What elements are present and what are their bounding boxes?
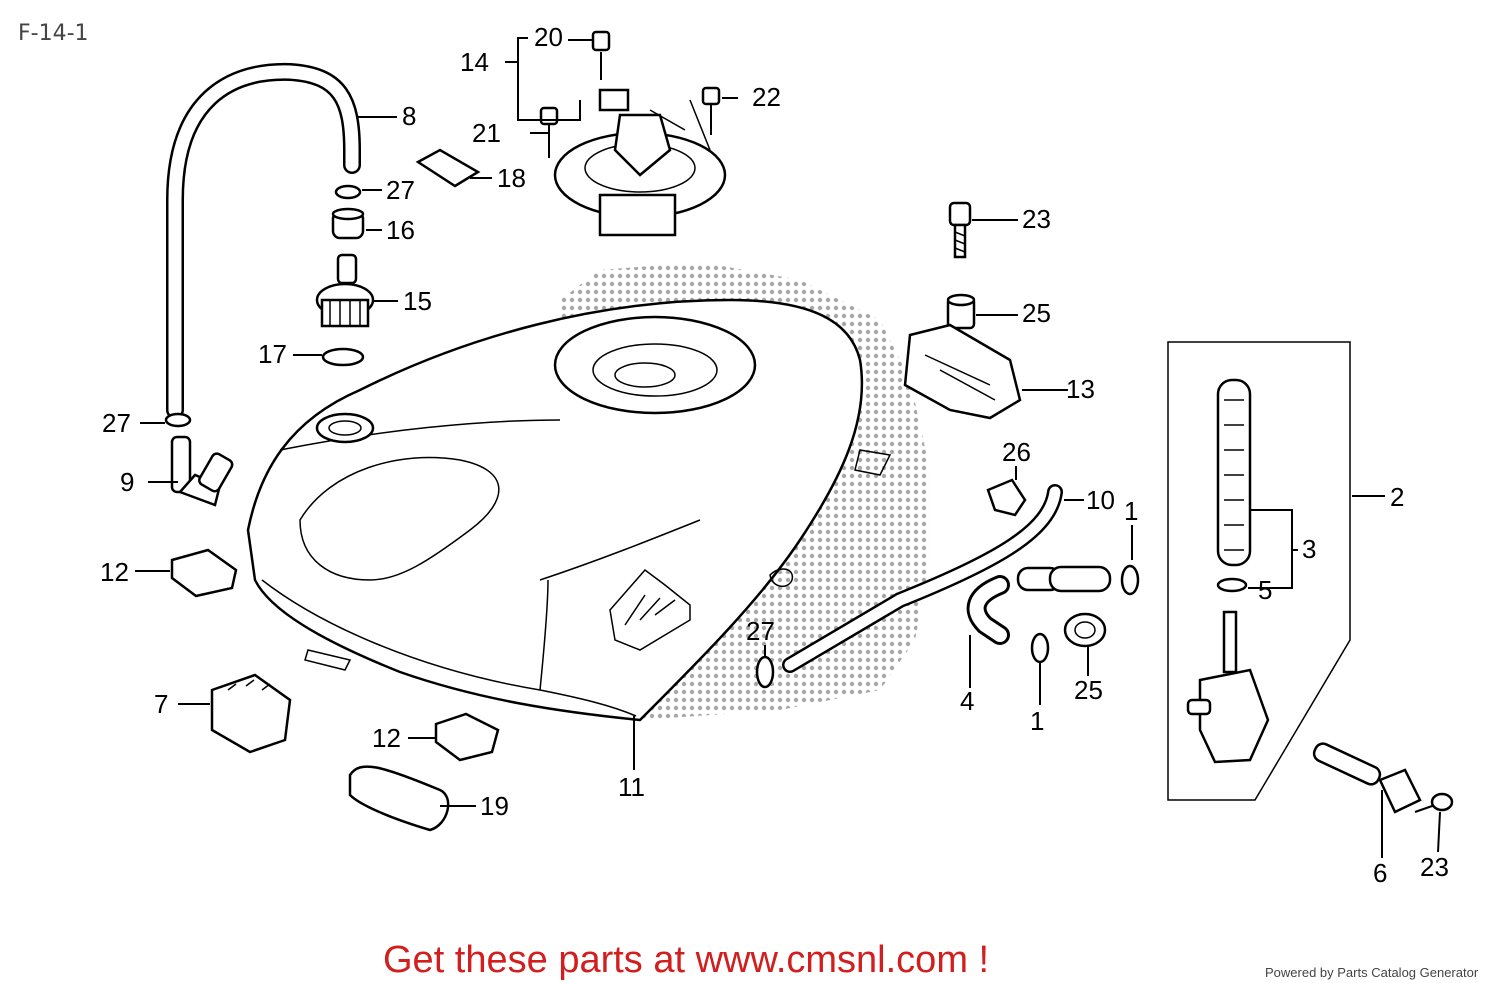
bolt-19 xyxy=(948,201,972,259)
leader-lines xyxy=(135,37,1441,858)
o-ring-17 xyxy=(321,347,365,367)
label-26: 26 xyxy=(1002,437,1031,467)
label-21: 23 xyxy=(1420,852,1449,882)
clip-27-lower xyxy=(164,412,192,428)
label-12-lower: 12 xyxy=(372,723,401,753)
credit-text: Powered by Parts Catalog Generator xyxy=(1265,965,1479,980)
bracket-13 xyxy=(903,323,1022,420)
label-23-right: 22 xyxy=(752,82,781,112)
rubber-strip-18 xyxy=(348,765,450,832)
label-24: 25 xyxy=(1022,298,1051,328)
collar-24 xyxy=(946,293,976,330)
label-19: 23 xyxy=(1022,204,1051,234)
label-10: 10 xyxy=(1086,485,1115,515)
label-6: 6 xyxy=(1373,858,1387,888)
vent-valve-15 xyxy=(315,253,375,328)
label-7: 7 xyxy=(154,689,168,719)
fuel-cap-assembly xyxy=(539,30,727,237)
figure-code: F-14-1 xyxy=(18,21,89,46)
label-11: 11 xyxy=(618,772,645,802)
label-13: 13 xyxy=(1066,374,1095,404)
fuel-tank xyxy=(246,298,892,722)
label-1-upper: 1 xyxy=(1124,496,1138,526)
label-25-visible: 25 xyxy=(1074,675,1103,705)
clip-27-tube xyxy=(755,655,775,689)
label-16: 16 xyxy=(386,215,415,245)
label-1-lower: 1 xyxy=(1030,706,1044,736)
label-27-top: 27 xyxy=(386,175,415,205)
label-27-tube: 27 xyxy=(746,616,775,646)
screw-21 xyxy=(1414,792,1454,813)
label-2: 2 xyxy=(1390,482,1404,512)
tube-joint-9 xyxy=(170,435,234,507)
label-9: 9 xyxy=(120,467,134,497)
label-4: 4 xyxy=(960,686,974,716)
fuel-tube-4 xyxy=(966,565,1112,645)
part-labels: 20 14 22 21 8 27 18 16 15 17 27 9 12 7 1… xyxy=(100,22,1449,888)
label-22: 20 xyxy=(534,22,563,52)
label-12-upper: 12 xyxy=(100,557,129,587)
fuel-tube-10 xyxy=(782,484,1063,673)
label-23-left: 21 xyxy=(472,118,501,148)
caution-label xyxy=(415,148,481,188)
label-17: 17 xyxy=(258,339,287,369)
valve-lever-6 xyxy=(1312,742,1422,814)
rubber-mount-12-a xyxy=(170,548,238,598)
label-14: 14 xyxy=(460,47,489,77)
label-8: 8 xyxy=(402,101,416,131)
label-18: 19 xyxy=(480,791,509,821)
rubber-cushion-7 xyxy=(210,673,292,754)
clip-1-lower xyxy=(1030,632,1050,664)
clip-27-top xyxy=(334,184,362,200)
clip-1-upper xyxy=(1120,564,1140,596)
label-15: 15 xyxy=(403,286,432,316)
shop-link-text[interactable]: Get these parts at www.cmsnl.com ! xyxy=(383,939,989,981)
grommet-16 xyxy=(331,207,365,240)
fuel-valve-2 xyxy=(1167,341,1351,801)
band-25 xyxy=(1063,612,1107,648)
label-5: 5 xyxy=(1258,575,1272,605)
rubber-mount-12-b xyxy=(434,712,500,762)
breather-tube xyxy=(166,62,361,419)
label-27-left: 27 xyxy=(102,408,131,438)
clip-26 xyxy=(986,478,1027,517)
label-3: 3 xyxy=(1302,534,1316,564)
label-20: 18 xyxy=(497,163,526,193)
